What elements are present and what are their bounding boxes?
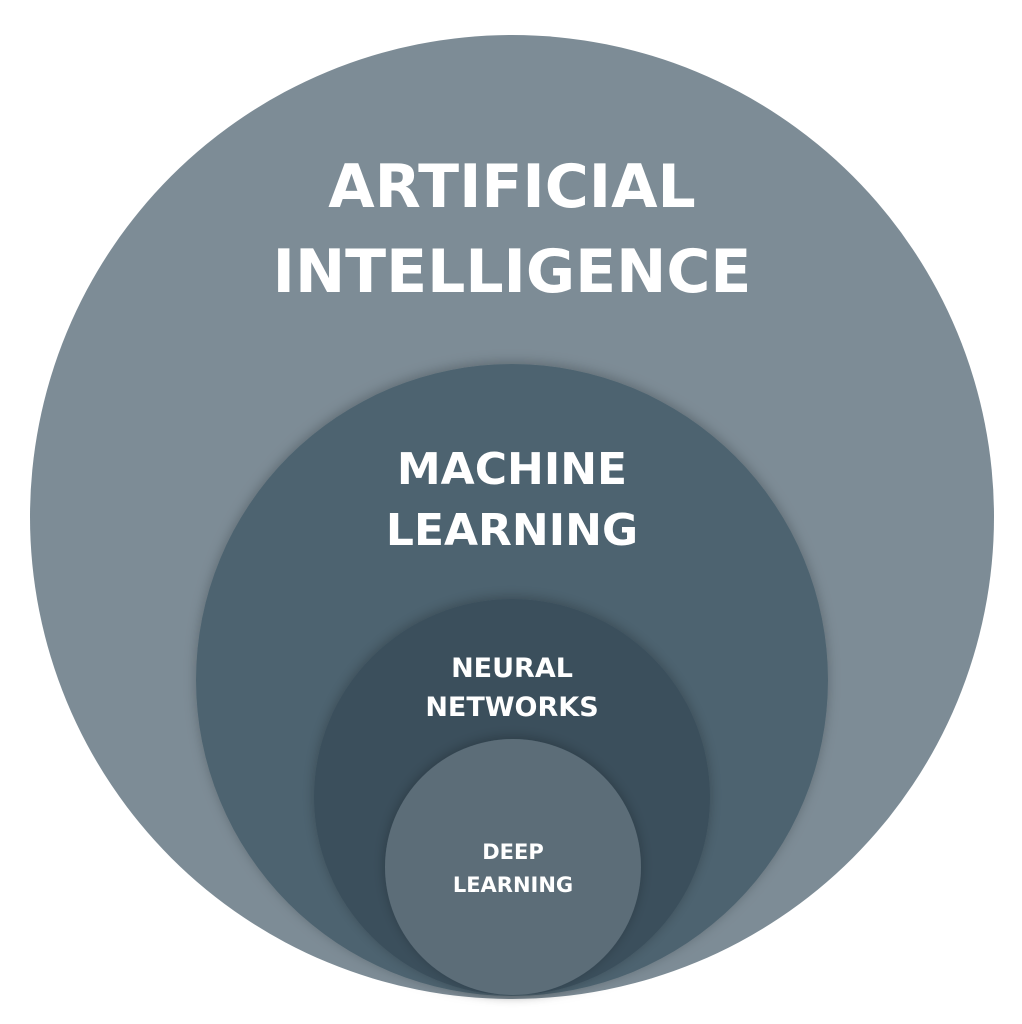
ai-label-line2: INTELLIGENCE [273,237,752,307]
ml-label-line1: MACHINE [397,444,627,495]
nn-label-line1: NEURAL [451,653,573,684]
dl-label-line1: DEEP [482,840,544,864]
ai-label-line1: ARTIFICIAL [328,152,696,222]
ml-label-line2: LEARNING [386,505,638,556]
dl-label-line2: LEARNING [453,873,573,897]
circle-deep-learning [385,739,641,995]
nn-label-line2: NETWORKS [425,692,598,723]
